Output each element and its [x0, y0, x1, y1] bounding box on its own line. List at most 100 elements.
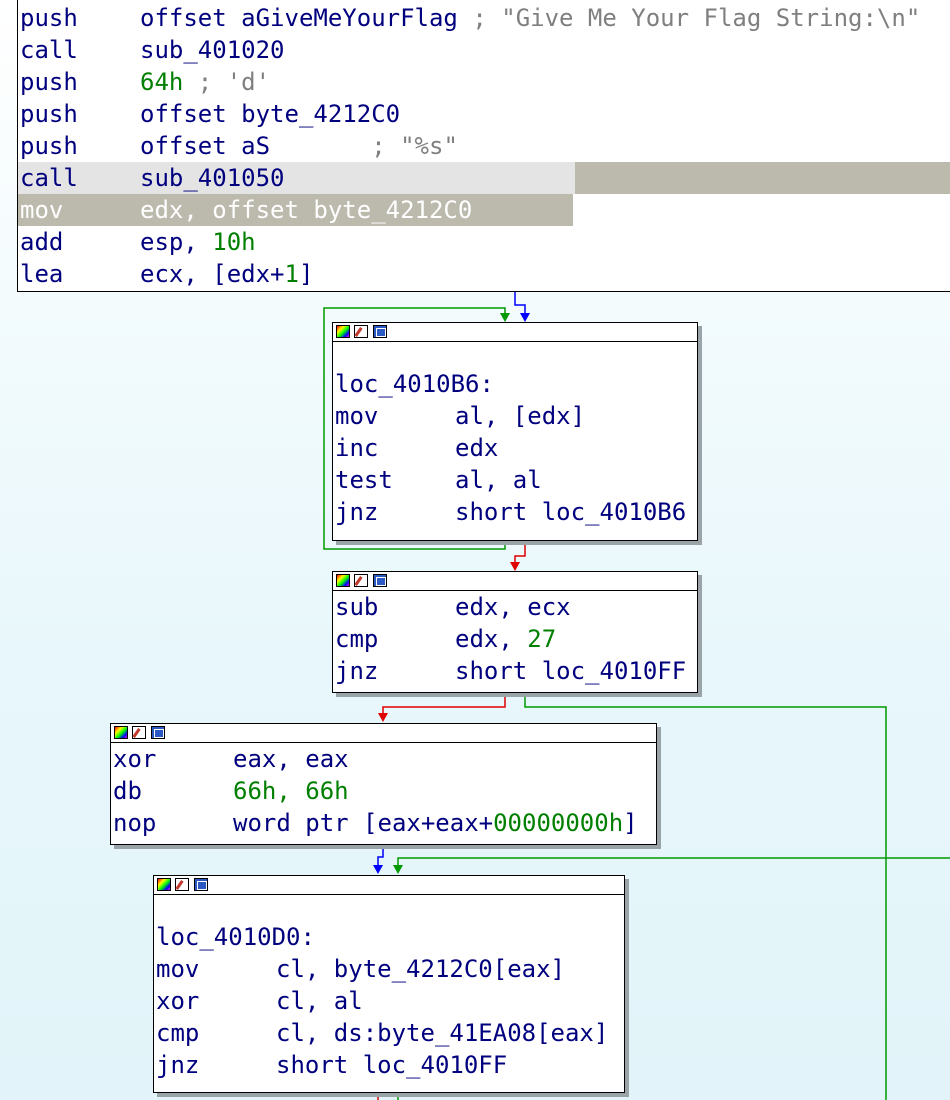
mnemonic[interactable]: jnz	[156, 1051, 200, 1079]
operands[interactable]: esp, 10h	[140, 226, 256, 258]
instruction-line[interactable]: jnz short loc_4010B6	[333, 496, 697, 528]
code-block-length-check[interactable]: sub edx, ecx cmp edx, 27 jnz short loc_4010FF	[332, 571, 698, 693]
instruction-line[interactable]: xor cl, al	[154, 985, 624, 1017]
mnemonic[interactable]: cmp	[156, 1019, 200, 1047]
group-nodes-icon[interactable]	[373, 325, 387, 338]
rename-icon[interactable]	[175, 878, 189, 891]
instruction-line[interactable]: call sub_401050	[18, 162, 950, 194]
code-block-main[interactable]: push offset aGiveMeYourFlag ; "Give Me Yo…	[17, 0, 950, 292]
operands[interactable]: cl, byte_4212C0[eax]	[276, 953, 565, 985]
mnemonic[interactable]: mov	[156, 955, 200, 983]
group-nodes-icon[interactable]	[194, 878, 208, 891]
operands[interactable]: al, [edx]	[455, 400, 585, 432]
operands[interactable]: 64h ; 'd'	[140, 66, 270, 98]
mnemonic[interactable]: cmp	[335, 625, 379, 653]
block-header	[111, 724, 656, 743]
mnemonic[interactable]: jnz	[335, 498, 379, 526]
instruction-line[interactable]: inc edx	[333, 432, 697, 464]
mnemonic[interactable]: push	[20, 132, 78, 160]
operands[interactable]: short loc_4010FF	[276, 1049, 507, 1081]
group-nodes-icon[interactable]	[151, 726, 165, 739]
operands[interactable]: edx	[455, 432, 498, 464]
color-palette-icon[interactable]	[114, 726, 128, 739]
mnemonic[interactable]: inc	[335, 434, 379, 462]
instruction-line[interactable]: mov edx, offset byte_4212C0	[18, 194, 950, 226]
mnemonic[interactable]: test	[335, 466, 393, 494]
operands[interactable]: edx, 27	[455, 623, 556, 655]
instruction-line[interactable]: test al, al	[333, 464, 697, 496]
mnemonic[interactable]: push	[20, 4, 78, 32]
code-block-loc-4010D0[interactable]: loc_4010D0: mov cl, byte_4212C0[eax]xor cl…	[153, 875, 625, 1093]
line-highlight-extent	[575, 162, 950, 194]
mnemonic[interactable]: mov	[335, 402, 379, 430]
code-block-xor-init[interactable]: xor eax, eax db 66h, 66h nop word ptr [eax+ea…	[110, 723, 657, 845]
comment: ; "%s"	[270, 132, 458, 160]
color-palette-icon[interactable]	[336, 574, 350, 587]
mnemonic[interactable]: sub	[335, 593, 379, 621]
operand-text: ]	[298, 260, 314, 288]
group-nodes-icon[interactable]	[373, 574, 387, 587]
operands[interactable]: ecx, [edx+1]	[140, 258, 313, 290]
operands[interactable]: sub_401050	[140, 162, 285, 194]
mnemonic[interactable]: jnz	[335, 657, 379, 685]
operand-text: ]	[623, 809, 638, 837]
instruction-line[interactable]: jnz short loc_4010FF	[154, 1049, 624, 1081]
operands[interactable]: edx, ecx	[455, 591, 571, 623]
operands[interactable]: cl, al	[276, 985, 363, 1017]
operands[interactable]: cl, ds:byte_41EA08[eax]	[276, 1017, 608, 1049]
operands[interactable]: edx, offset byte_4212C0	[140, 194, 472, 226]
mnemonic[interactable]: call	[20, 164, 78, 192]
instruction-line[interactable]: nop word ptr [eax+eax+00000000h]	[111, 807, 656, 839]
mnemonic[interactable]: add	[20, 228, 64, 256]
operand-text: sub_401050	[140, 164, 285, 192]
block-header	[333, 572, 697, 591]
instruction-line[interactable]: mov cl, byte_4212C0[eax]	[154, 953, 624, 985]
mnemonic[interactable]: db	[113, 777, 142, 805]
instruction-line[interactable]: push offset aGiveMeYourFlag ; "Give Me Yo…	[18, 2, 950, 34]
operands[interactable]: 66h, 66h	[233, 775, 349, 807]
color-palette-icon[interactable]	[157, 878, 171, 891]
color-palette-icon[interactable]	[336, 325, 350, 338]
operands[interactable]: word ptr [eax+eax+00000000h]	[233, 807, 638, 839]
rename-icon[interactable]	[354, 325, 368, 338]
operands[interactable]: offset aS ; "%s"	[140, 130, 458, 162]
mnemonic[interactable]: mov	[20, 196, 64, 224]
operands[interactable]: offset aGiveMeYourFlag ; "Give Me Your F…	[140, 2, 920, 34]
instruction-line[interactable]: lea ecx, [edx+1]	[18, 258, 950, 290]
rename-icon[interactable]	[132, 726, 146, 739]
instruction-line[interactable]: cmp edx, 27	[333, 623, 697, 655]
operands[interactable]: short loc_4010B6	[455, 496, 686, 528]
instruction-line[interactable]: call sub_401020	[18, 34, 950, 66]
block-label[interactable]: loc_4010D0:	[156, 923, 315, 951]
mnemonic[interactable]: push	[20, 68, 78, 96]
instruction-line[interactable]: xor eax, eax	[111, 743, 656, 775]
instruction-line[interactable]: sub edx, ecx	[333, 591, 697, 623]
instruction-line[interactable]: push offset aS ; "%s"	[18, 130, 950, 162]
instruction-line[interactable]: add esp, 10h	[18, 226, 950, 258]
operand-text: word ptr [eax+eax+	[233, 809, 494, 837]
mnemonic[interactable]: nop	[113, 809, 157, 837]
instruction-line[interactable]: mov al, [edx]	[333, 400, 697, 432]
operands[interactable]: sub_401020	[140, 34, 285, 66]
instruction-line[interactable]: db 66h, 66h	[111, 775, 656, 807]
block-label[interactable]: loc_4010B6:	[335, 370, 494, 398]
mnemonic[interactable]: call	[20, 36, 78, 64]
mnemonic[interactable]: xor	[156, 987, 200, 1015]
mnemonic[interactable]: xor	[113, 745, 157, 773]
edge-loop1-to-len	[514, 540, 526, 567]
rename-icon[interactable]	[354, 574, 368, 587]
mnemonic[interactable]: push	[20, 100, 78, 128]
instruction-line[interactable]: cmp cl, ds:byte_41EA08[eax]	[154, 1017, 624, 1049]
code-block-loc-4010B6[interactable]: loc_4010B6: mov al, [edx] inc edx test al, al…	[332, 322, 698, 541]
operands[interactable]: al, al	[455, 464, 542, 496]
operand-text: edx, offset byte_4212C0	[140, 196, 473, 224]
instruction-line[interactable]: push offset byte_4212C0	[18, 98, 950, 130]
arrow-head	[520, 313, 530, 322]
mnemonic[interactable]: lea	[20, 260, 64, 288]
operands[interactable]: eax, eax	[233, 743, 349, 775]
selection-highlight	[18, 194, 573, 226]
operands[interactable]: short loc_4010FF	[455, 655, 686, 687]
operands[interactable]: offset byte_4212C0	[140, 98, 400, 130]
instruction-line[interactable]: jnz short loc_4010FF	[333, 655, 697, 687]
instruction-line[interactable]: push 64h ; 'd'	[18, 66, 950, 98]
